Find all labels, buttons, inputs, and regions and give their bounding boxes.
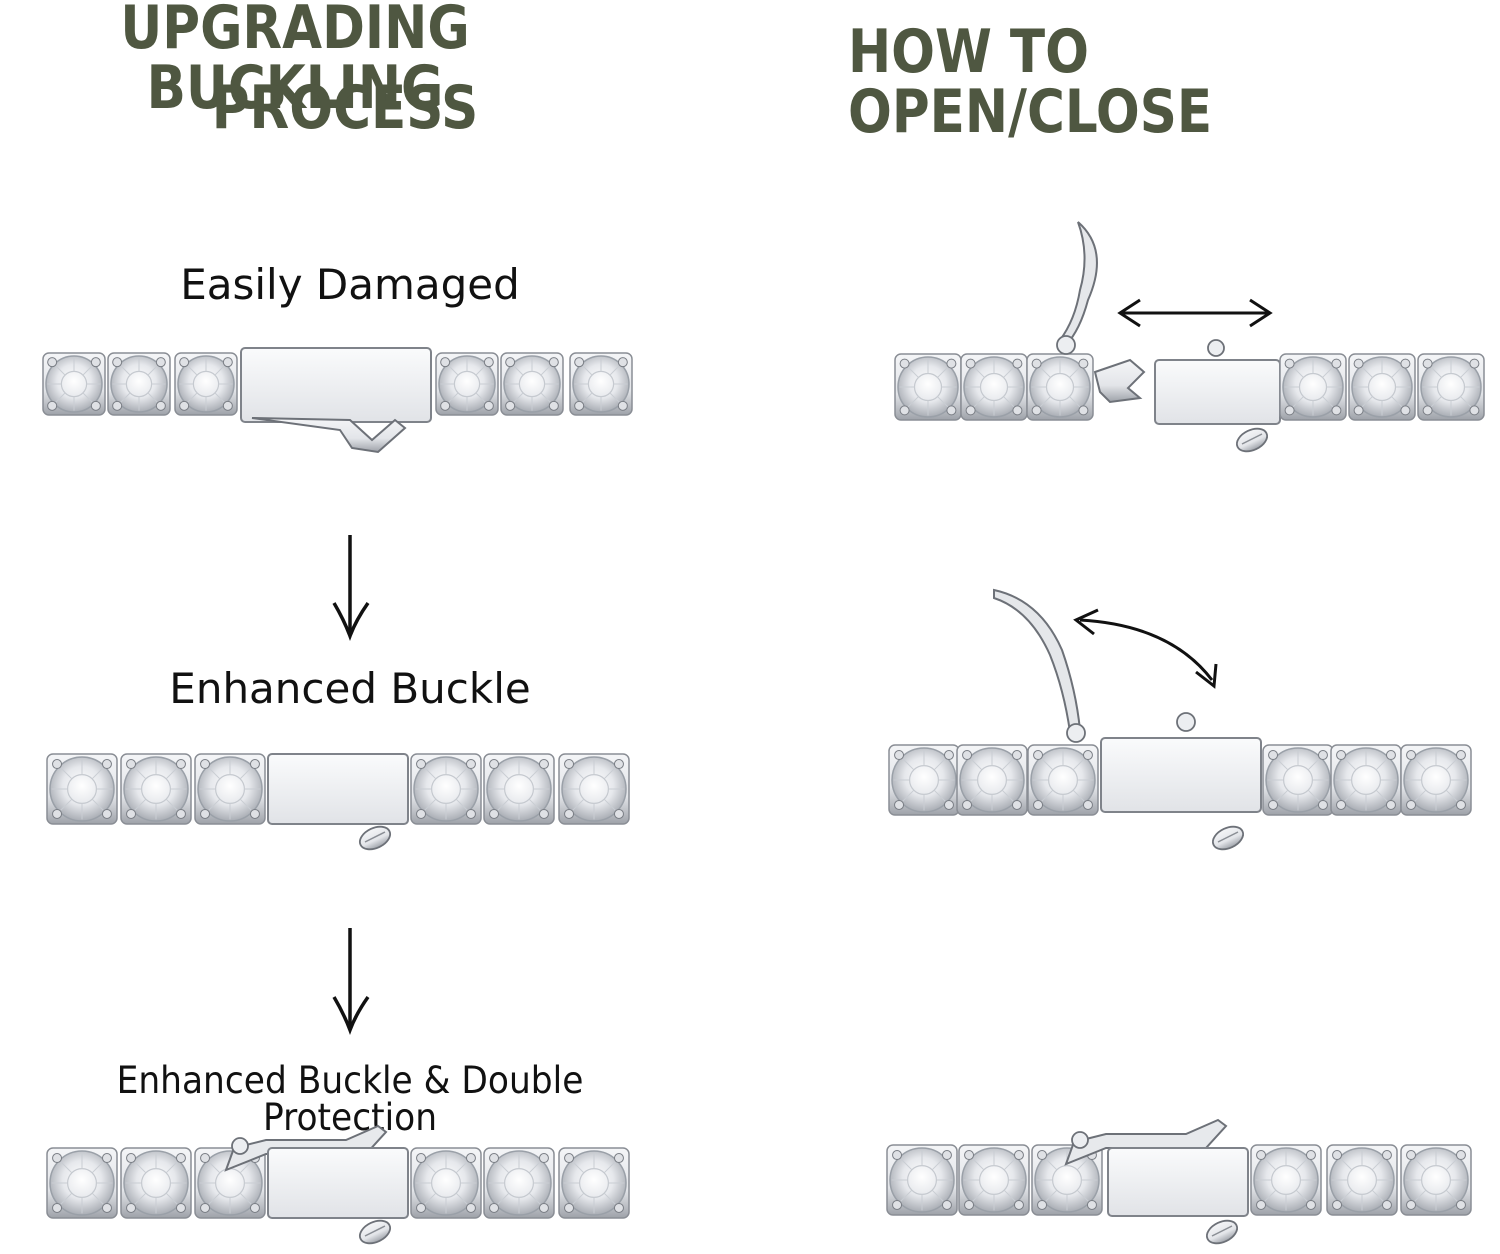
bracelet-latch-up [888,588,1472,851]
stage3-label: Enhanced Buckle & Double Protection [116,1059,584,1139]
gem-stone [1027,744,1099,816]
clasp-tab [358,1219,392,1245]
clasp-plate [1100,737,1262,813]
bracelet-closed [886,1118,1472,1245]
gem-stone [1400,1144,1472,1216]
gem-stone [42,352,106,416]
left-heading-line1: UPGRADING BUCKLING [120,0,470,123]
gem-stone [958,1144,1030,1216]
bracelet-open [894,221,1485,453]
gem-stone [435,352,499,416]
clasp-plate [1154,359,1281,425]
gem-stone [410,1147,482,1219]
clasp-plate [267,1147,409,1219]
gem-stone [1262,744,1334,816]
gem-stone [1031,1144,1103,1216]
bracelet-double-protection [46,1124,630,1245]
stage2-label: Enhanced Buckle [169,664,531,713]
gem-stone [558,753,630,825]
clasp-tab [1235,427,1269,453]
gem-stone [886,1144,958,1216]
gem-stone [558,1147,630,1219]
gem-stone [894,353,962,421]
safety-latch-open [1058,221,1098,347]
gem-stone [888,744,960,816]
gem-stone [1326,1144,1398,1216]
bracelet-enhanced-buckle [46,753,630,851]
clasp-plate [240,347,432,423]
gem-stone [107,352,171,416]
down-arrow-icon [332,535,370,641]
clasp-tab [358,825,392,851]
gem-stone [194,753,266,825]
gem-stone [569,352,633,416]
bracelet-easily-damaged [42,347,633,454]
clasp-plate [1107,1147,1249,1217]
gem-stone [1330,744,1402,816]
stage1-label: Easily Damaged [180,260,520,309]
gem-stone [174,352,238,416]
gem-stone [120,753,192,825]
clasp-tab [1205,1219,1239,1245]
latch-pin [1207,339,1225,357]
gem-stone [410,753,482,825]
gem-stone [194,1147,266,1219]
gem-stone [46,1147,118,1219]
gem-stone [956,744,1028,816]
curved-double-arrow-icon [1073,608,1218,689]
clasp-plate [267,753,409,825]
gem-stone [1417,353,1485,421]
right-heading: HOW TO OPEN/CLOSE [848,17,1213,147]
gem-stone [1026,353,1094,421]
gem-stone [1348,353,1416,421]
gem-stone [483,753,555,825]
gem-stone [1279,353,1347,421]
gem-stone [1400,744,1472,816]
double-arrow-icon [1117,298,1273,328]
clasp-tongue [1093,358,1146,404]
left-heading-line2: PROCESS [211,73,479,143]
clasp-tab [1211,825,1245,851]
gem-stone [120,1147,192,1219]
gem-stone [483,1147,555,1219]
gem-stone [960,353,1028,421]
safety-latch-open [993,588,1082,734]
gem-stone [500,352,564,416]
latch-pin [1176,712,1196,732]
gem-stone [46,753,118,825]
gem-stone [1250,1144,1322,1216]
down-arrow-icon [332,928,370,1035]
